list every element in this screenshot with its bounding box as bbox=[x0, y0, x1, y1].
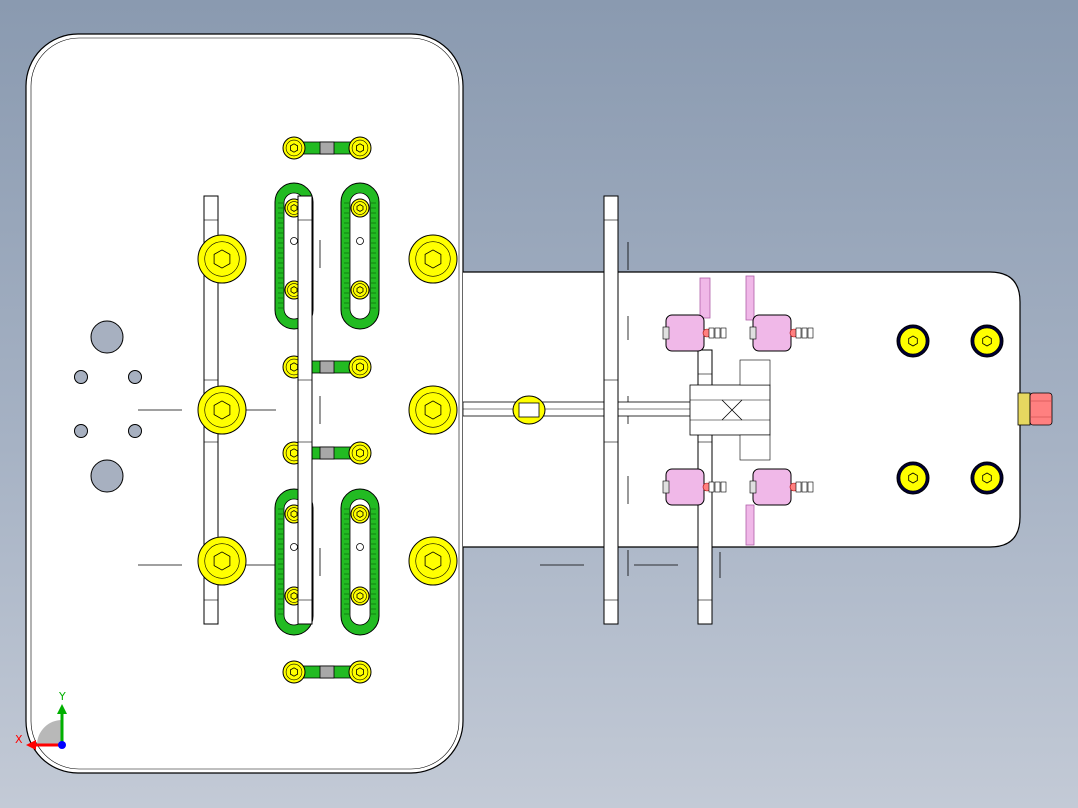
hex-socket-bolt-icon bbox=[348, 660, 372, 684]
slot-upper-right bbox=[340, 182, 380, 330]
valve-block bbox=[689, 359, 771, 461]
link-bar-bottom bbox=[282, 660, 372, 684]
hex-socket-bolt-icon bbox=[408, 385, 458, 435]
coordinate-axes-icon: Y X bbox=[15, 690, 67, 750]
left-bar-bolts bbox=[197, 234, 247, 586]
guide-shaft bbox=[462, 401, 724, 417]
vertical-bar-3 bbox=[603, 195, 619, 625]
large-bolts bbox=[408, 234, 458, 586]
hex-socket-bolt-icon bbox=[348, 136, 372, 160]
axis-y-label: Y bbox=[58, 690, 66, 703]
hex-socket-bolt-icon bbox=[197, 234, 247, 284]
hex-socket-bolt-icon bbox=[896, 461, 930, 495]
centre-lines bbox=[138, 240, 721, 578]
hex-socket-bolt-icon bbox=[970, 324, 1004, 358]
hex-socket-bolt-icon bbox=[348, 441, 372, 465]
link-bar-top bbox=[282, 136, 372, 160]
hex-socket-bolt-icon bbox=[197, 536, 247, 586]
hex-socket-bolt-icon bbox=[408, 234, 458, 284]
hex-socket-bolt-icon bbox=[408, 536, 458, 586]
pneumatic-fitting-icon bbox=[662, 468, 727, 506]
hex-socket-bolt-icon bbox=[896, 324, 930, 358]
pneumatic-fitting-icon bbox=[749, 314, 814, 352]
pneumatic-hoses bbox=[699, 275, 755, 546]
hex-socket-bolt-icon bbox=[348, 355, 372, 379]
hex-socket-bolt-icon bbox=[350, 280, 370, 300]
mounting-holes bbox=[74, 320, 142, 493]
vertical-bar-2 bbox=[297, 195, 313, 625]
hex-socket-bolt-icon bbox=[282, 660, 306, 684]
hex-socket-bolt-icon bbox=[197, 385, 247, 435]
extension-bolts bbox=[896, 324, 1004, 495]
hex-socket-bolt-icon bbox=[282, 136, 306, 160]
pneumatic-fitting-icon bbox=[662, 314, 727, 352]
end-nut-icon bbox=[1017, 392, 1053, 426]
axis-x-label: X bbox=[15, 733, 23, 746]
hex-socket-bolt-icon bbox=[970, 461, 1004, 495]
hex-socket-bolt-icon bbox=[350, 504, 370, 524]
hex-socket-bolt-icon bbox=[350, 198, 370, 218]
shaft-collar bbox=[512, 395, 546, 425]
slot-lower-right bbox=[340, 488, 380, 636]
pneumatic-fittings bbox=[662, 314, 814, 506]
pneumatic-fitting-icon bbox=[749, 468, 814, 506]
hex-socket-bolt-icon bbox=[350, 586, 370, 606]
